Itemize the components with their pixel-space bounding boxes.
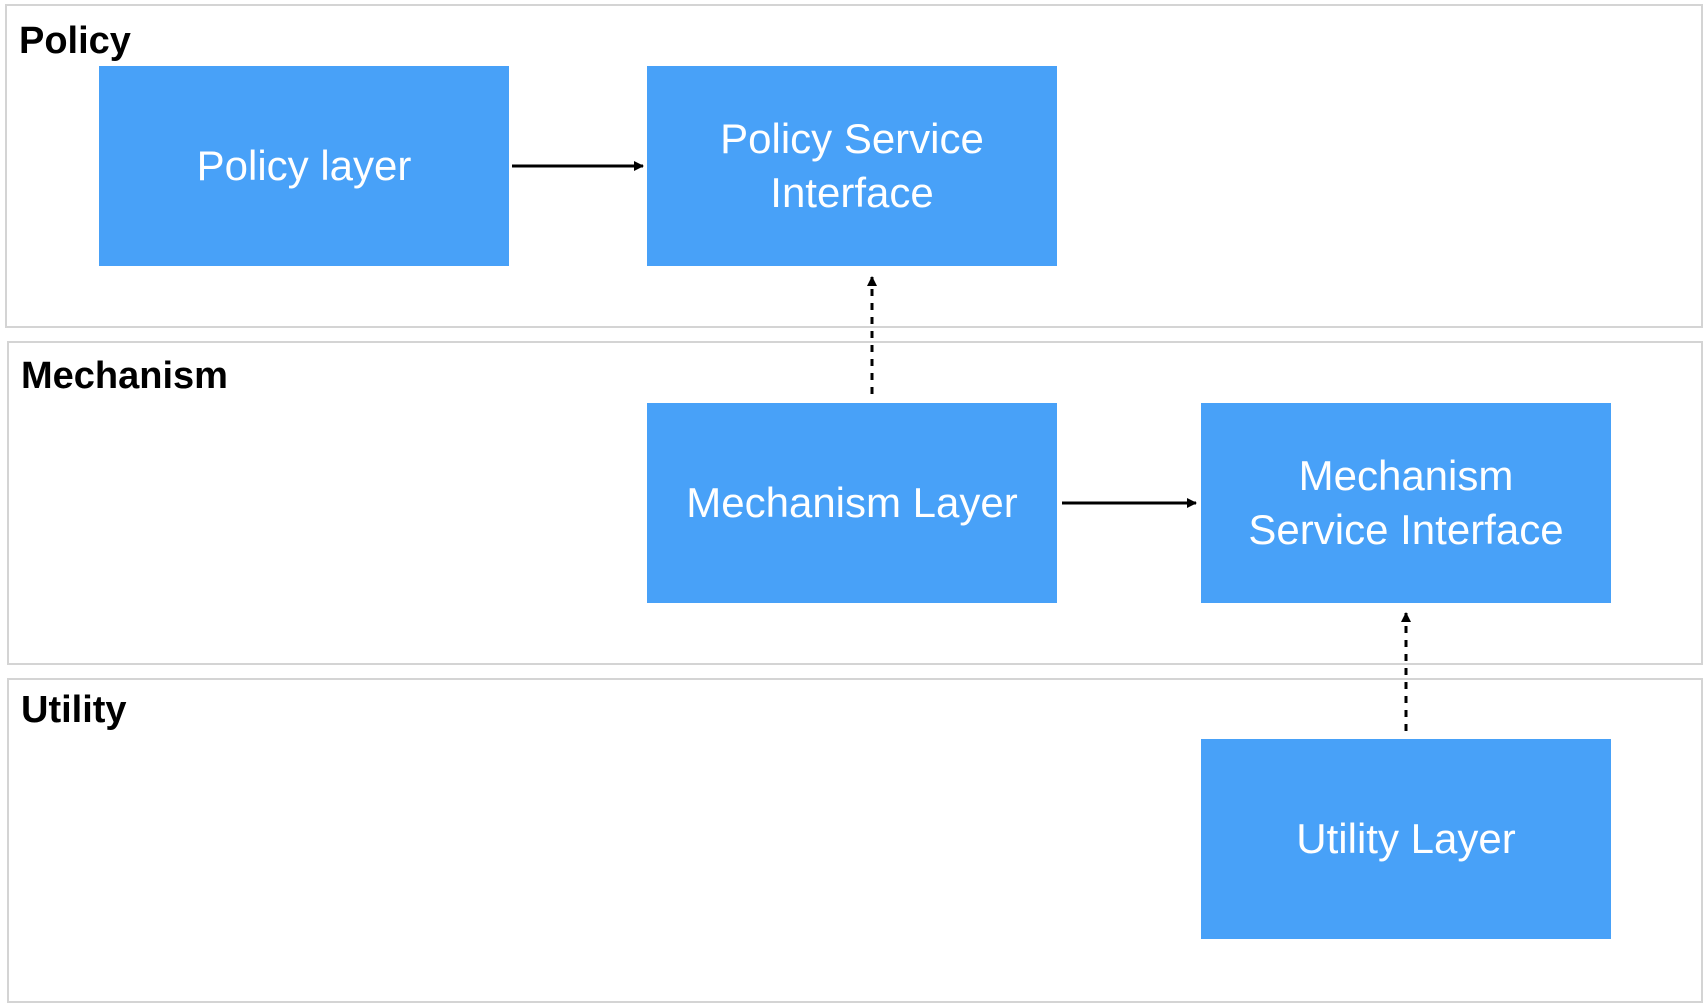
policy-service-interface-box: Policy Service Interface [647,66,1057,266]
policy-layer-label: Policy layer [196,142,412,190]
mechanism-band-label: Mechanism [21,355,228,397]
mechanism-service-interface-box: Mechanism Service Interface [1201,403,1611,603]
utility-layer-label: Utility Layer [1296,815,1516,863]
policy-layer-box: Policy layer [99,66,509,266]
mechanism-layer-label: Mechanism Layer [686,479,1018,527]
policy-band-label: Policy [19,20,131,62]
utility-band-label: Utility [21,689,127,731]
utility-layer-box: Utility Layer [1201,739,1611,939]
mechanism-layer-box: Mechanism Layer [647,403,1057,603]
policy-service-interface-label: Policy Service Interface [720,115,984,216]
mechanism-service-interface-label: Mechanism Service Interface [1248,452,1564,553]
